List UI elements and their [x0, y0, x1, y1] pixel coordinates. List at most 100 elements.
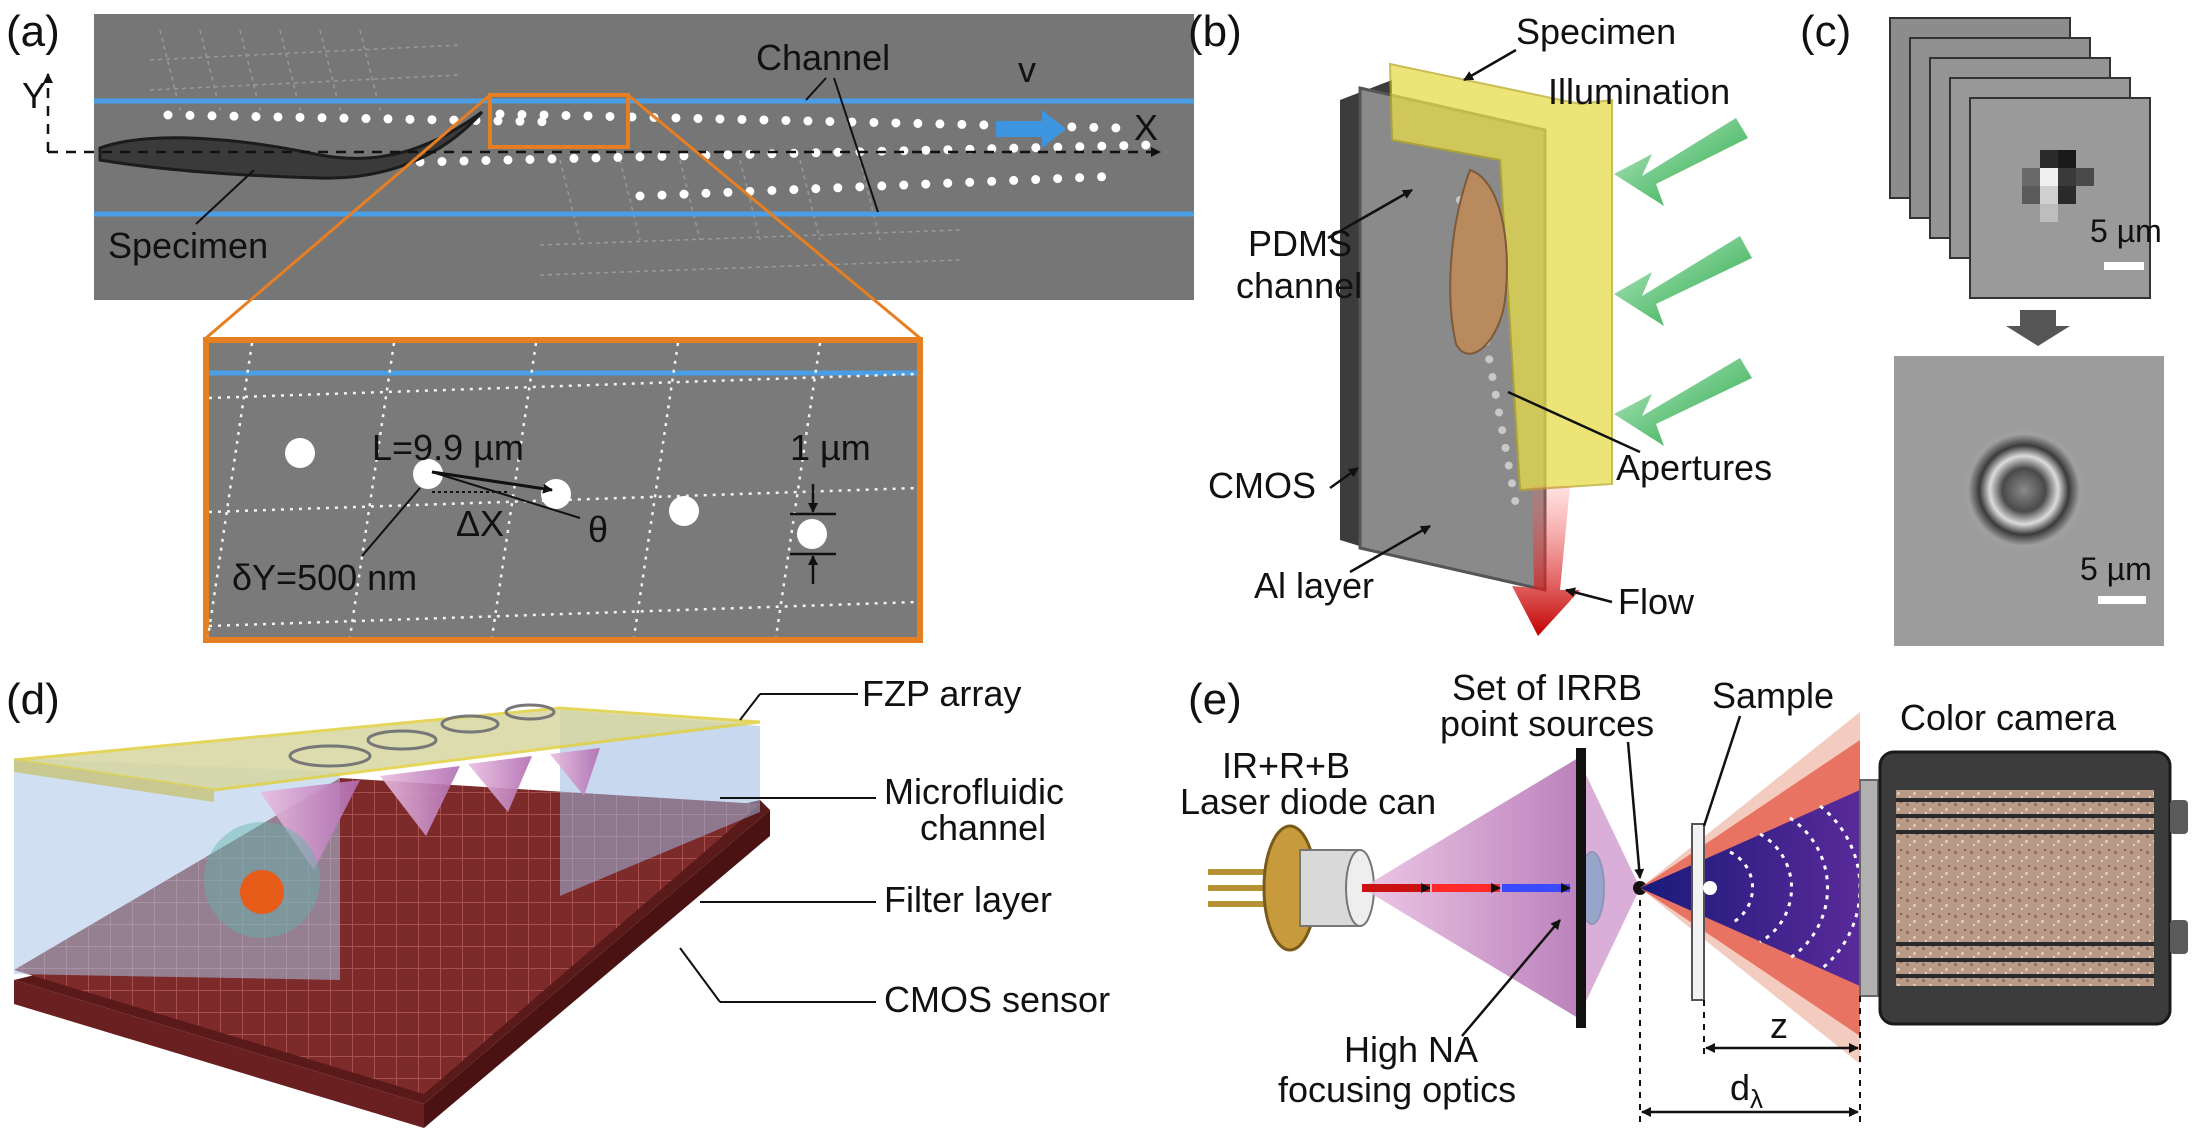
scale-bar-bottom [2098, 596, 2146, 604]
panel-b-label: (b) [1188, 7, 1242, 56]
fzp-lens-3 [440, 714, 500, 734]
theta-leader [431, 471, 581, 519]
axis-x-label: X [1134, 107, 1158, 148]
reconstructed-particle [1962, 428, 2086, 552]
laser-label-1: IR+R+B [1222, 745, 1350, 786]
inset-aperture-1 [285, 438, 315, 468]
micro-label-1: Microfluidic [884, 771, 1064, 812]
aperture-inset: L=9.9 µm ΔX θ δY=500 nm 1 µm [203, 337, 923, 643]
cmos-sensor-leader-b [679, 947, 721, 1003]
inset-size-label: 1 µm [790, 427, 871, 468]
aperture-row-4 [635, 171, 1125, 201]
fan-blue [1640, 790, 1860, 986]
panel-c: (c) 5 µm 5 µm [1800, 7, 2164, 646]
focus-cone-4 [550, 748, 600, 796]
d-subscript: λ [1750, 1084, 1763, 1114]
specimen-leader-a [195, 169, 255, 225]
panel-a: (a) Y X v Channel [6, 7, 1194, 643]
microfluidic-side-wall [560, 710, 760, 896]
inset-theta-label: θ [588, 509, 608, 550]
scale-label-bottom: 5 µm [2080, 551, 2152, 587]
illumination-arrow-3 [1614, 358, 1752, 446]
scale-bar-top [2104, 262, 2144, 270]
optics-label-2: focusing optics [1278, 1069, 1516, 1110]
camera-connector-1 [2170, 800, 2188, 834]
panel-c-label: (c) [1800, 7, 1851, 56]
panel-d-label: (d) [6, 675, 60, 724]
set-label-2: point sources [1440, 703, 1654, 744]
sample-leader [1702, 715, 1742, 827]
sensor-side [424, 810, 770, 1128]
inset-L-label: L=9.9 µm [372, 427, 524, 468]
aperture-row-2 [495, 109, 1125, 133]
cmos-leader-b [1329, 466, 1359, 490]
fzp-leader-b [739, 693, 761, 721]
inset-aperture-2 [413, 459, 443, 489]
zoom-box [488, 93, 630, 149]
micro-label-2: channel [920, 807, 1046, 848]
sensor-edge [14, 980, 424, 1128]
al-layer-label: Al layer [1254, 565, 1374, 606]
scale-label-top: 5 µm [2090, 213, 2162, 249]
fzp-lens-2 [366, 729, 438, 751]
sample-slide [1691, 823, 1705, 1001]
panel-a-label: (a) [6, 7, 60, 56]
flow-label: Flow [1618, 581, 1695, 622]
focusing-cone [1578, 758, 1640, 1018]
chip-grid [149, 29, 961, 276]
wavefronts [1729, 804, 1862, 972]
d-letter: d [1730, 1067, 1750, 1108]
d-label: dλ [1730, 1067, 1763, 1114]
pdms-label-1: PDMS [1248, 223, 1352, 264]
pdms-leader [1327, 188, 1413, 240]
panel-d: (d) FZP array Microfluidic channel Filte… [6, 673, 1110, 1128]
fzp-lens-4 [504, 703, 556, 721]
microfluidic-back-wall [14, 758, 340, 980]
spacing-arrow [431, 470, 553, 494]
specimen-leader-b [1463, 48, 1517, 82]
fzp-lens-1 [288, 744, 372, 768]
cmos-sensor-label: CMOS sensor [884, 979, 1110, 1020]
filter-label: Filter layer [884, 879, 1052, 920]
camera-label: Color camera [1900, 697, 2117, 738]
set-label-1: Set of IRRB [1452, 667, 1642, 708]
illumination-arrow-1 [1614, 118, 1748, 206]
camera-fins [1896, 798, 2154, 978]
channel-label: Channel [756, 37, 890, 78]
sample-label: Sample [1712, 675, 1834, 716]
optics-label-1: High NA [1344, 1029, 1478, 1070]
set-leader [1626, 741, 1645, 879]
apertures-leader [1507, 390, 1641, 454]
specimen-label-a: Specimen [108, 225, 268, 266]
panel-e: (e) [1180, 667, 2188, 1124]
velocity-arrow [996, 110, 1066, 148]
flow-arrow [1512, 486, 1580, 636]
illumination-label: Illumination [1548, 71, 1730, 112]
flow-leader [1565, 587, 1613, 604]
inset-aperture-5 [797, 519, 827, 549]
fzp-plate-edge [14, 760, 214, 802]
inset-dx-label: ΔX [456, 503, 504, 544]
panel-e-label: (e) [1188, 675, 1242, 724]
camera-sensor [1859, 779, 1879, 997]
particle [240, 870, 284, 914]
inset-dy-label: δY=500 nm [232, 557, 417, 598]
channel-leader-2 [833, 77, 879, 213]
pixel-blob [2022, 150, 2094, 222]
laser-label-2: Laser diode can [1180, 781, 1436, 822]
zoom-line-left [205, 93, 491, 340]
inset-grid [206, 342, 918, 638]
al-layer-leader [1349, 524, 1431, 574]
aperture-row-1 [163, 110, 565, 127]
axis-y-label: Y [22, 75, 46, 116]
sample-particle [1703, 881, 1717, 895]
z-label: z [1770, 1005, 1788, 1046]
specimen-3d [1449, 168, 1508, 355]
camera-heatsink [1896, 790, 2154, 986]
focus-cone-3 [468, 756, 532, 812]
channel-leader-1 [805, 77, 827, 101]
pdms-label-2: channel [1236, 265, 1362, 306]
fzp-label: FZP array [862, 673, 1021, 714]
dy-leader [361, 487, 421, 557]
panel-b: (b) Specimen Illumination PDMS channel C… [1188, 7, 1772, 636]
